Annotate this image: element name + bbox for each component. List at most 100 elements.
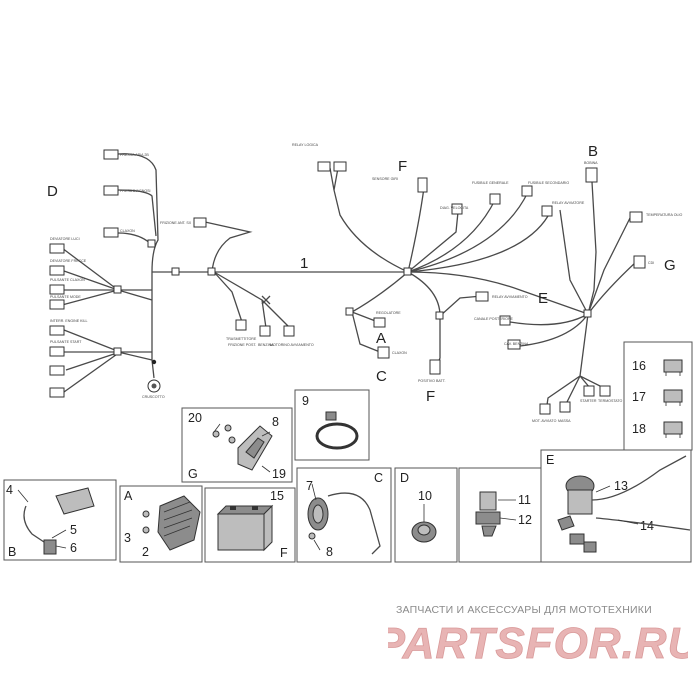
label-l2: PRESA DIAGNOSI (120, 189, 151, 193)
callout-e: E (538, 290, 548, 307)
callout-g: G (664, 257, 676, 274)
label-l34: CRUSCOTTO (142, 395, 165, 399)
callout-f-top: F (398, 158, 407, 175)
cable-tie-icon (315, 422, 359, 450)
callout-6: 6 (70, 541, 77, 555)
footer-caption: ЗАПЧАСТИ И АКСЕССУАРЫ ДЛЯ МОТОТЕХНИКИ (396, 604, 652, 616)
callout-19: 19 (272, 467, 286, 481)
label-l8: INTERR. ENGINE KILL (50, 319, 88, 323)
horn-icon (307, 483, 381, 555)
harness-callouts: 1 D F B E G A C F (47, 143, 676, 405)
label-l32: TERMOSTATO (598, 399, 623, 403)
callout-11: 11 (518, 493, 531, 507)
fuse-panel: 16 17 18 (623, 341, 693, 451)
callout-c: C (376, 368, 387, 385)
callout-2: 2 (142, 545, 149, 559)
callout-d: D (47, 183, 58, 200)
label-l26: BOBINA (584, 161, 598, 165)
callout-9: 9 (302, 394, 309, 408)
callout-d-box: D (400, 471, 409, 485)
label-l4: DEVIATORE LUCI (50, 237, 80, 241)
harness-labels: PRESSA ARIA 2B PRESA DIAGNOSI CLAXON DEV… (50, 143, 682, 423)
label-l9: PULSANTE START (50, 340, 82, 344)
callout-14: 14 (640, 519, 654, 533)
voltage-regulator-icon (142, 495, 201, 551)
key-switch-icon (475, 491, 517, 537)
label-l13: RELAY LOGICA (292, 143, 319, 147)
main-trunk (152, 271, 589, 315)
cdi-unit-icon (237, 425, 273, 471)
panel-c: C 7 8 (296, 467, 392, 563)
callout-b-box: B (8, 545, 16, 559)
ignition-coil-icon (17, 487, 95, 555)
callout-16: 16 (632, 359, 646, 373)
label-l10: FRIZIONE ANT. SX (160, 221, 192, 225)
callout-17: 17 (632, 390, 646, 404)
panel-g: 20 8 19 G (181, 407, 293, 483)
power-socket-icon (411, 504, 437, 543)
label-l7: PULSANTE MODE (50, 295, 81, 299)
callout-c-box: C (374, 471, 383, 485)
callout-e-box: E (546, 453, 554, 467)
callout-5: 5 (70, 523, 77, 537)
clamp-panel: 9 (294, 389, 370, 461)
label-l5: DEVIATORE FRECCE (50, 259, 87, 263)
connectors (49, 149, 646, 415)
callout-4: 4 (6, 483, 13, 497)
callout-20: 20 (188, 411, 202, 425)
label-l25: MOTORINO AVVIAMENTO (270, 343, 314, 347)
label-l30: MASSA (558, 419, 571, 423)
fuse-icon (663, 389, 683, 406)
label-l29: MOT. AVVIATO (532, 419, 557, 423)
callout-18: 18 (632, 422, 646, 436)
label-l27: TEMPERATURA OLIO (646, 213, 682, 217)
label-l14: SENSORE GIRI (372, 177, 398, 181)
label-l12: BENZINA (258, 343, 274, 347)
brand-logo-text: PARTSFOR.RU (388, 619, 688, 668)
callout-f-box: F (280, 546, 288, 560)
callout-g-box: G (188, 467, 198, 481)
label-l31: STARTER (580, 399, 597, 403)
label-l15: FUSIBILE GENERALE (472, 181, 509, 185)
panel-e: E 13 14 (540, 449, 692, 563)
panel-b: 4 5 6 B (3, 479, 117, 561)
label-l6: PULSANTE CLAXON (50, 278, 85, 282)
fuse-icon (663, 359, 683, 376)
label-l11: TRASMETTITORE (226, 337, 257, 341)
callout-1: 1 (300, 255, 308, 272)
callout-b: B (588, 143, 598, 160)
callout-10: 10 (418, 489, 432, 503)
label-l17: DIAG. VELOCITA (440, 206, 469, 210)
battery-icon (216, 504, 274, 552)
label-l19: RELAY AVVIATORE (552, 201, 585, 205)
label-l16: FUSIBILE SECONDARIO (528, 181, 569, 185)
label-l1: PRESSA ARIA 2B (120, 153, 149, 157)
label-l20: CANALE POSTERIORE (474, 317, 514, 321)
label-l3: CLAXON (120, 229, 135, 233)
callout-a-box: A (124, 489, 133, 503)
brand-logo[interactable]: PARTSFOR.RU (388, 616, 688, 668)
label-l33: FRIZIONE POST. (228, 343, 256, 347)
fuse-icon (663, 421, 683, 438)
starter-relay-icon (557, 455, 691, 553)
panel-key-switch: 11 12 (458, 467, 542, 563)
callout-15: 15 (270, 489, 284, 503)
callout-7: 7 (306, 479, 313, 493)
callout-12: 12 (518, 513, 532, 527)
label-l18: RELAY AVVIAMENTO (492, 295, 528, 299)
label-l22: CLAXON (392, 351, 407, 355)
panel-battery: 15 F (204, 487, 296, 563)
label-l24: CAV. BENZINA (504, 342, 529, 346)
callout-13: 13 (614, 479, 628, 493)
label-l21: REGOLATORE (376, 311, 401, 315)
callout-8b: 8 (326, 545, 333, 559)
label-l28: CDI (648, 261, 654, 265)
callout-3: 3 (124, 531, 131, 545)
callout-a: A (376, 330, 386, 347)
callout-8: 8 (272, 415, 279, 429)
panel-d: D 10 (394, 467, 458, 563)
callout-f-low: F (426, 388, 435, 405)
label-l23: POSITIVO BATT. (418, 379, 446, 383)
panel-a: A 3 2 (119, 485, 203, 563)
